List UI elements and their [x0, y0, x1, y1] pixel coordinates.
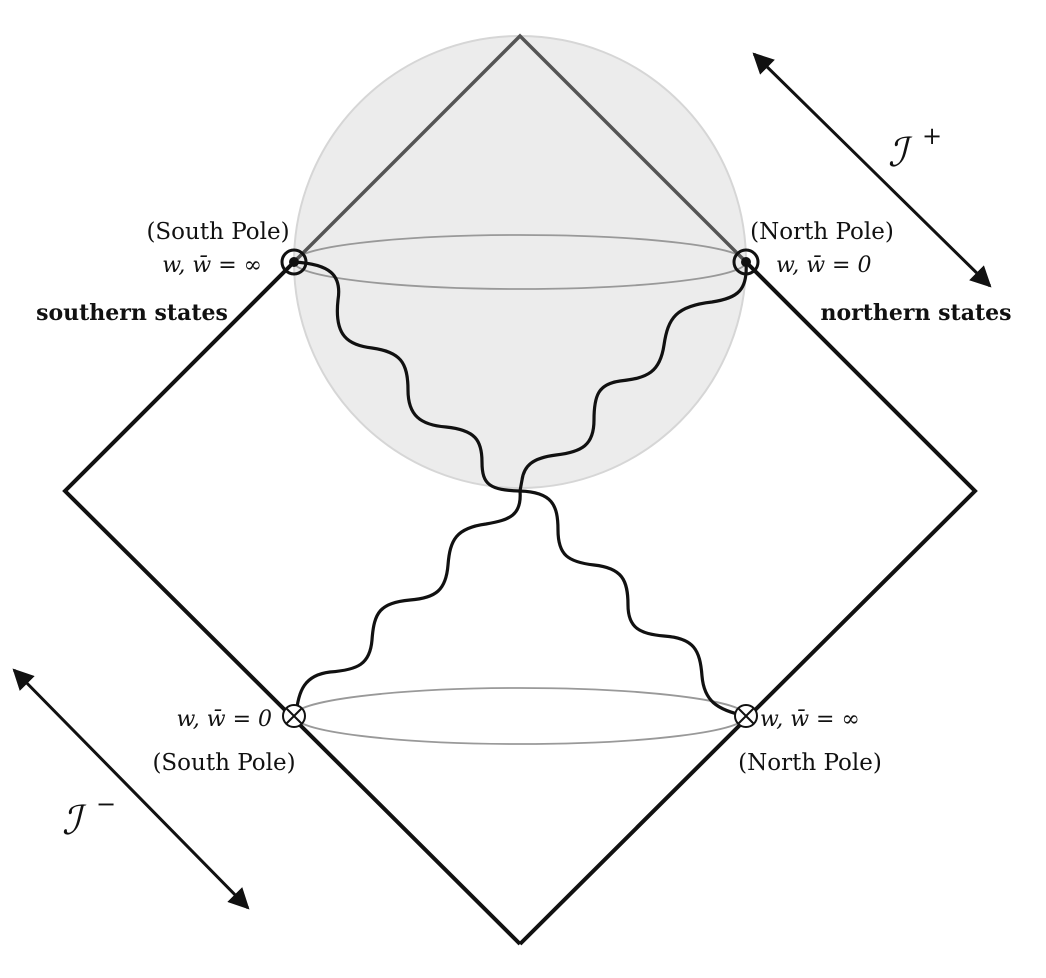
marker-top-left-dot-in-circle: [280, 248, 308, 276]
label-north-coord-top: w, w̄ = 0: [776, 253, 871, 278]
bottom-horizon-ellipse: [293, 687, 747, 745]
svg-text:−: −: [96, 790, 116, 818]
label-south-pole-bottom: (South Pole): [152, 750, 295, 776]
penrose-diamond-left: [62, 260, 522, 946]
scri-plus-arrow: [752, 52, 992, 288]
label-north-pole-bottom: (North Pole): [738, 750, 882, 776]
label-scri-minus: ℐ −: [62, 790, 116, 844]
label-south-coord-top: w, w̄ = ∞: [162, 253, 262, 278]
scri-minus-arrow: [12, 668, 250, 910]
label-northern-states: northern states: [820, 300, 1011, 326]
marker-bottom-left-cross-in-circle: [282, 704, 306, 728]
wavy-line-top-left: [293, 260, 521, 493]
label-scri-plus: ℐ +: [888, 122, 942, 176]
wavy-line-bottom-right: [519, 489, 747, 718]
celestial-sphere: [293, 35, 747, 489]
label-north-coord-bottom: w, w̄ = ∞: [760, 707, 860, 732]
svg-text:+: +: [922, 122, 942, 150]
wavy-line-bottom-left: [294, 490, 522, 717]
marker-bottom-right-cross-in-circle: [734, 704, 758, 728]
label-south-coord-bottom: w, w̄ = 0: [177, 707, 272, 732]
label-north-pole-top: (North Pole): [750, 219, 894, 245]
svg-text:ℐ: ℐ: [62, 798, 87, 844]
svg-text:ℐ: ℐ: [888, 130, 913, 176]
penrose-diamond-right: [518, 260, 978, 946]
future-light-cone: [292, 33, 748, 264]
label-south-pole-top: (South Pole): [146, 219, 289, 245]
wavy-line-top-right: [518, 261, 748, 492]
label-southern-states: southern states: [36, 300, 228, 326]
